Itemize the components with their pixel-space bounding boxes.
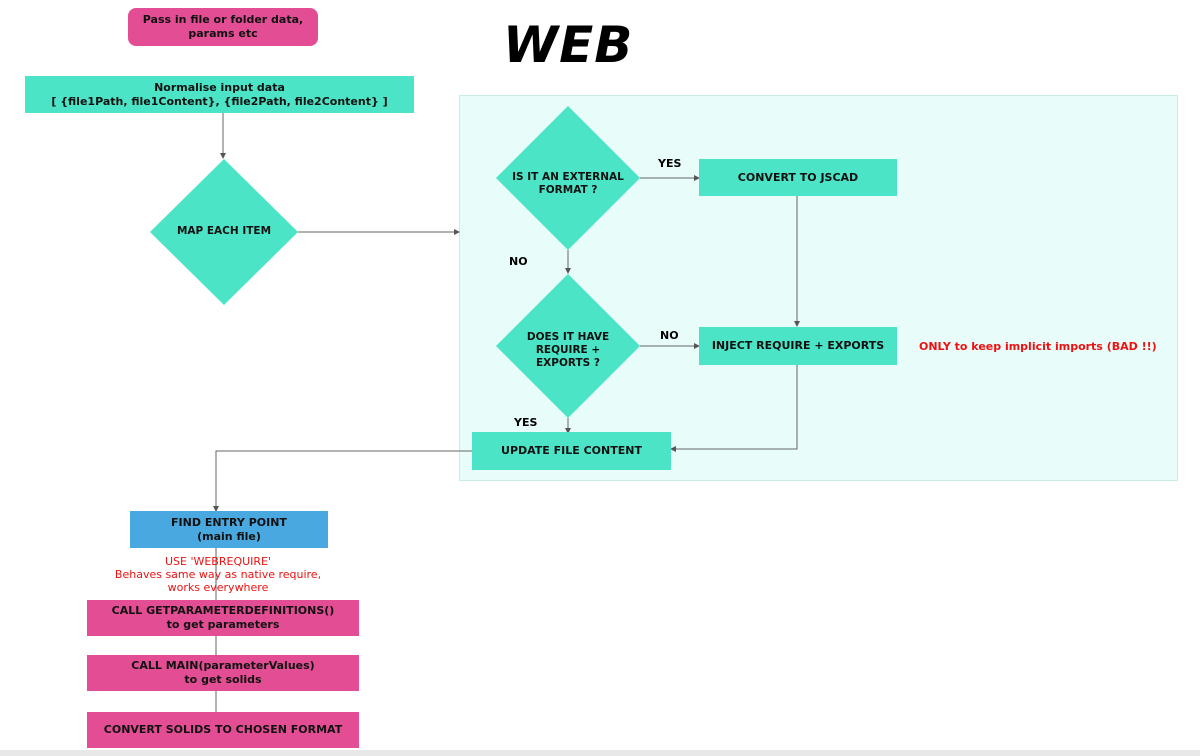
edge-label-no-require: NO	[660, 329, 679, 342]
input-node: Pass in file or folder data, params etc	[128, 8, 318, 46]
map-each-label: MAP EACH ITEM	[176, 225, 272, 237]
convert-jscad-node: CONVERT TO JSCAD	[699, 159, 897, 196]
diagram-title: WEB	[503, 16, 634, 74]
edge-inject-to-update	[670, 365, 798, 452]
call-getparams-node: CALL GETPARAMETERDEFINITIONS() to get pa…	[87, 600, 359, 636]
edge-label-yes-require: YES	[514, 416, 538, 429]
inject-node: INJECT REQUIRE + EXPORTS	[699, 327, 897, 365]
update-content-node: UPDATE FILE CONTENT	[472, 432, 671, 470]
decision-external-shape	[496, 106, 640, 250]
find-entry-node: FIND ENTRY POINT (main file)	[130, 511, 328, 548]
is-external-label: IS IT AN EXTERNAL FORMAT ?	[512, 171, 624, 196]
call-main-node: CALL MAIN(parameterValues) to get solids	[87, 655, 359, 691]
decision-map-each-shape	[150, 159, 298, 305]
normalise-node: Normalise input data [ {file1Path, file1…	[25, 76, 414, 113]
edge-update-to-entry	[213, 450, 472, 512]
webrequire-note: USE 'WEBREQUIRE' Behaves same way as nat…	[114, 555, 322, 594]
edge-label-yes-external: YES	[658, 157, 682, 170]
has-require-label: DOES IT HAVE REQUIRE + EXPORTS ?	[526, 331, 610, 369]
implicit-imports-note: ONLY to keep implicit imports (BAD !!)	[919, 340, 1157, 353]
bottom-strip	[0, 750, 1200, 756]
decision-require-shape	[496, 274, 640, 418]
convert-solids-node: CONVERT SOLIDS TO CHOSEN FORMAT	[87, 712, 359, 748]
edge-label-no-external: NO	[509, 255, 528, 268]
